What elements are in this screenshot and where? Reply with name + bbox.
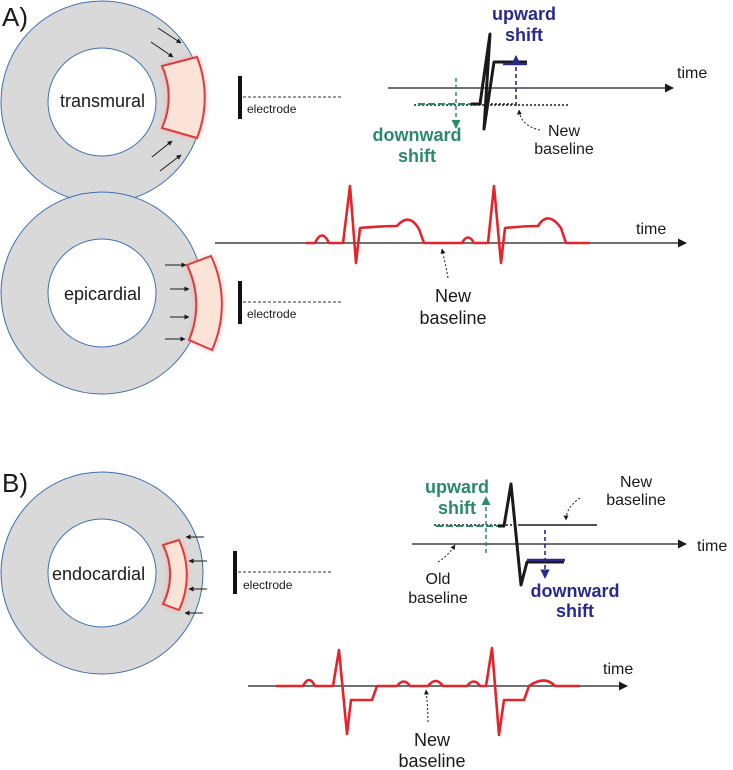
new-baseline-pointer bbox=[440, 248, 449, 279]
electrode-bar bbox=[233, 551, 237, 594]
upward-shift-label: shift bbox=[438, 498, 476, 518]
downward-shift-label: shift bbox=[556, 601, 594, 621]
new-label: New bbox=[548, 123, 580, 140]
qrs-complex bbox=[498, 482, 564, 587]
electrode-label: electrode bbox=[247, 307, 297, 321]
time-label: time bbox=[636, 221, 666, 238]
downward-shift-label: shift bbox=[398, 146, 436, 166]
electrode-bar bbox=[238, 281, 242, 324]
ecg-waveform bbox=[276, 646, 580, 737]
endocardial-injury-zone bbox=[161, 538, 188, 612]
electrode-a2: electrode bbox=[238, 281, 342, 324]
current-arrow bbox=[157, 27, 182, 44]
time-label: time bbox=[697, 538, 727, 555]
current-arrow bbox=[159, 154, 182, 172]
ring-inner bbox=[47, 238, 157, 348]
ring-inner bbox=[47, 518, 157, 628]
new-baseline-pointer bbox=[423, 689, 429, 723]
baseline-label: baseline bbox=[398, 751, 465, 770]
old-label: Old bbox=[426, 571, 451, 588]
current-arrow bbox=[150, 41, 174, 58]
upward-label: upward bbox=[425, 477, 489, 497]
panel-a-st-shift-detail: time upward shift downward shift New bas… bbox=[373, 4, 708, 166]
upward-label: upward bbox=[492, 4, 556, 24]
time-label: time bbox=[677, 65, 707, 82]
electrode-label: electrode bbox=[243, 578, 293, 592]
new-baseline-pointer bbox=[516, 109, 541, 131]
downward-label: downward bbox=[531, 581, 620, 601]
panel-a-label: A) bbox=[2, 2, 28, 32]
transmural-injury-zone bbox=[160, 55, 206, 140]
current-arrow bbox=[151, 140, 173, 158]
electrode-a1: electrode bbox=[238, 76, 342, 119]
ecg-waveform bbox=[306, 184, 590, 265]
new-label: New bbox=[620, 474, 652, 491]
transmural-heart-ring: transmural bbox=[0, 0, 206, 204]
baseline-label: baseline bbox=[534, 141, 594, 158]
epicardial-heart-ring: epicardial bbox=[0, 191, 223, 395]
panel-a-ecg-trace: time New baseline bbox=[215, 184, 687, 328]
new-baseline-label: baseline bbox=[606, 492, 666, 509]
electrode-label: electrode bbox=[247, 102, 297, 116]
panel-b-label: B) bbox=[2, 468, 28, 498]
new-label: New bbox=[414, 730, 451, 750]
time-label: time bbox=[603, 661, 633, 678]
endocardial-label: endocardial bbox=[52, 564, 145, 584]
new-label: New bbox=[435, 286, 472, 306]
epicardial-label: epicardial bbox=[64, 284, 141, 304]
new-baseline-pointer bbox=[563, 497, 581, 521]
electrode-bar bbox=[238, 76, 242, 119]
downward-label: downward bbox=[373, 125, 462, 145]
epicardial-injury-zone bbox=[185, 254, 223, 352]
electrode-b: electrode bbox=[233, 551, 333, 594]
qrs-complex bbox=[471, 32, 527, 131]
transmural-label: transmural bbox=[60, 91, 145, 111]
old-baseline-pointer bbox=[437, 544, 456, 563]
ring-inner bbox=[47, 47, 157, 157]
endocardial-heart-ring: endocardial bbox=[0, 471, 207, 675]
panel-b-st-shift-detail: time upward shift New baseline Old basel… bbox=[408, 474, 727, 621]
upward-shift-label: shift bbox=[505, 25, 543, 45]
baseline-label: baseline bbox=[419, 308, 486, 328]
old-baseline-label: baseline bbox=[408, 590, 468, 607]
panel-b-ecg-trace: time New baseline bbox=[248, 646, 633, 770]
